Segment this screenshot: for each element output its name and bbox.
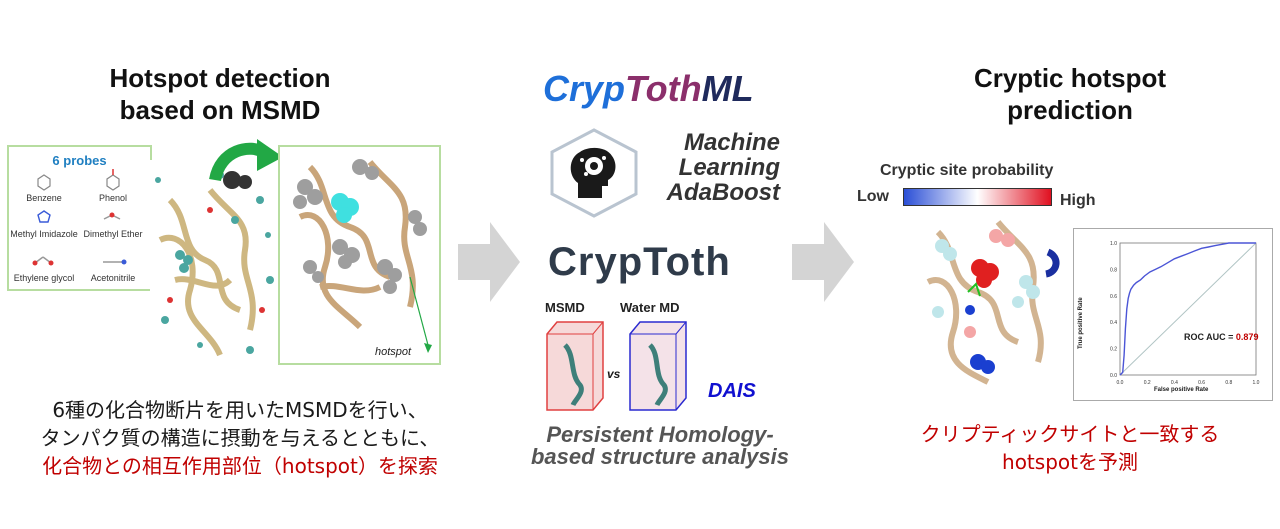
probes-title: 6 probes [52,153,107,168]
roc-curve-chart: 0.0 0.2 0.4 0.6 0.8 1.0 0.0 0.2 0.4 0.6 0.8 1.0 [1110,241,1260,386]
roc-y-tick-label: 0.6 [1110,294,1117,300]
probability-title: Cryptic site probability [880,162,1054,179]
high-label: High [1060,192,1096,209]
flow-arrow-icon [458,222,520,302]
probe-label: Methyl Imidazole [10,229,78,239]
probe-label: Phenol [98,193,128,203]
hotspot-structure-panel [278,145,441,365]
probe-molecules-icon [32,169,127,266]
probe-label: Ethylene glycol [13,273,75,283]
roc-x-tick-label: 1.0 [1253,380,1260,386]
right-title: Cryptic hotspot prediction [973,63,1167,125]
msmd-simulation-image [150,160,280,370]
roc-x-tick-label: 0.2 [1144,380,1151,386]
msmd-label: MSMD [545,300,585,315]
roc-diagonal [1119,242,1257,376]
probe-label: Benzene [26,193,62,203]
roc-y-tick-label: 1.0 [1110,241,1117,247]
ml-description: Machine Learning AdaBoost [666,129,780,206]
brain-gear-icon [550,128,638,218]
roc-x-tick-label: 0.6 [1198,380,1205,386]
prediction-structure-image [926,220,1060,385]
roc-x-tick-label: 0.8 [1225,380,1232,386]
roc-y-tick-label: 0.4 [1110,320,1117,326]
left-description: 6種の化合物断片を用いたMSMDを行い、 タンパク質の構造に摂動を与えるとともに… [40,398,440,478]
water-md-label: Water MD [620,300,680,315]
vs-label: vs [607,367,621,381]
green-curved-arrow-icon [209,139,283,182]
probability-colorbar [903,188,1052,206]
probe-label: Acetonitrile [90,273,136,283]
flow-arrow-icon [792,222,854,302]
roc-y-tick-label: 0.2 [1110,347,1117,353]
roc-y-tick-label: 0.0 [1110,373,1117,379]
persistent-homology-text: Persistent Homology- based structure ana… [530,422,789,469]
roc-xlabel: False positive Rate [1154,387,1209,393]
left-title: Hotspot detection based on MSMD [109,63,331,125]
roc-y-tick-label: 0.8 [1110,267,1117,273]
right-description: クリプティックサイトと一致する hotspotを予測 [920,422,1220,474]
roc-chart-panel: 0.0 0.2 0.4 0.6 0.8 1.0 0.0 0.2 0.4 0.6 0.8 1.0 Tr… [1073,228,1273,401]
roc-x-tick-label: 0.4 [1171,380,1178,386]
roc-ylabel: True positive Rate [1078,297,1084,349]
protein-structure-image [293,159,432,353]
low-label: Low [857,188,889,205]
hotspot-label: hotspot [375,346,412,358]
cryptoth-logo: CrypToth [548,240,731,284]
probes-panel: 6 probes Benzene Phenol Methyl Imidazole… [7,145,152,291]
roc-series-line [1119,242,1256,376]
dais-label: DAIS [708,380,756,402]
roc-plot-area [1119,242,1257,376]
probe-label: Dimethyl Ether [83,229,143,239]
msmd-box-image [546,321,604,411]
cryptothml-logo: CrypTothML [543,68,754,109]
roc-auc-annotation: ROC AUC = 0.879 [1184,332,1259,342]
water-md-box-image [629,321,687,411]
roc-x-tick-label: 0.0 [1117,380,1124,386]
